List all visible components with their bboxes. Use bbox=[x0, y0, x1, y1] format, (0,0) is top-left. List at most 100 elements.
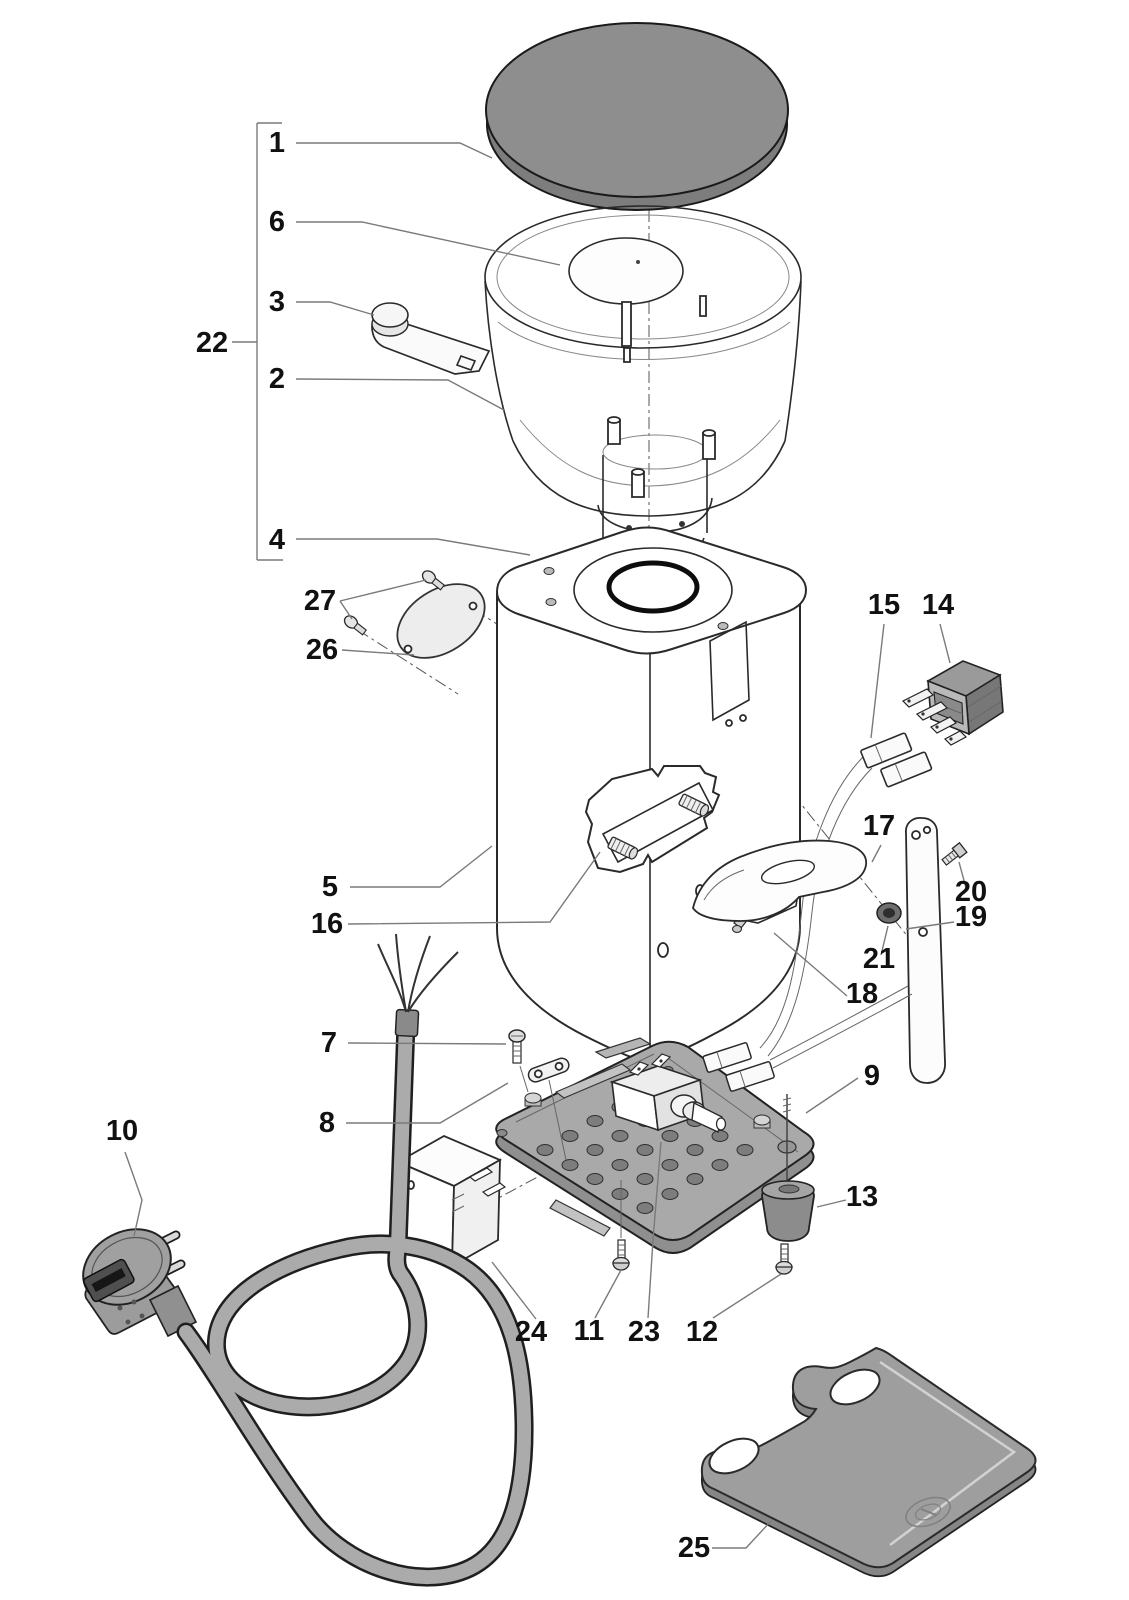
callout-11: 11 bbox=[574, 1269, 622, 1347]
callout-1: 1 bbox=[269, 127, 493, 159]
callout-13: 13 bbox=[816, 1181, 878, 1213]
switch-terminals bbox=[901, 688, 967, 746]
callout-15: 15 bbox=[868, 589, 900, 739]
hopper-lid bbox=[485, 22, 789, 211]
callout-25: 25 bbox=[678, 1520, 772, 1564]
tray-hole bbox=[708, 1437, 760, 1475]
power-plug bbox=[82, 1228, 198, 1338]
callout-4: 4 bbox=[269, 524, 531, 556]
sealing-o-ring bbox=[606, 560, 700, 614]
callout-22: 22 bbox=[196, 327, 257, 359]
top-hole bbox=[545, 598, 557, 606]
part-number: 19 bbox=[955, 901, 987, 933]
part-number: 9 bbox=[864, 1060, 880, 1092]
callout-19: 19 bbox=[905, 901, 987, 933]
top-hole bbox=[717, 622, 729, 630]
callout-9: 9 bbox=[805, 1060, 880, 1114]
callout-2: 2 bbox=[269, 363, 505, 411]
part-number: 10 bbox=[106, 1115, 138, 1147]
callout-21: 21 bbox=[863, 925, 895, 975]
rubber-foot bbox=[761, 1094, 815, 1242]
strap-screw bbox=[941, 841, 968, 866]
callout-26: 26 bbox=[306, 634, 415, 666]
callout-17: 17 bbox=[863, 810, 895, 863]
callout-6: 6 bbox=[269, 206, 561, 266]
tray-hole bbox=[829, 1368, 881, 1406]
threaded-stud bbox=[678, 793, 710, 817]
drip-tray bbox=[700, 1346, 1037, 1578]
part-number: 22 bbox=[196, 327, 228, 359]
part-number: 18 bbox=[846, 978, 878, 1010]
dosing-lever bbox=[692, 839, 867, 922]
part-number: 11 bbox=[574, 1315, 605, 1347]
plate-boss bbox=[524, 1092, 771, 1129]
plate-rail bbox=[549, 1199, 611, 1237]
power-rocker-switch bbox=[901, 660, 1004, 746]
part-number: 25 bbox=[678, 1532, 710, 1564]
part-number: 20 bbox=[955, 876, 987, 908]
part-number: 27 bbox=[304, 585, 336, 617]
plug-face bbox=[83, 1258, 135, 1303]
part-number: 15 bbox=[868, 589, 900, 621]
side-label-plate bbox=[709, 620, 750, 722]
micro-switch bbox=[609, 1053, 727, 1133]
spec-label-plate bbox=[584, 765, 721, 874]
callout-7: 7 bbox=[321, 1027, 507, 1059]
capacitor-terminal bbox=[468, 1167, 494, 1182]
part-number: 24 bbox=[515, 1316, 547, 1348]
part-number: 1 bbox=[269, 127, 285, 159]
callout-8: 8 bbox=[319, 1082, 509, 1139]
part-number: 5 bbox=[322, 871, 338, 903]
group-bracket bbox=[256, 122, 283, 561]
callout-18: 18 bbox=[773, 932, 878, 1010]
base-screw bbox=[612, 1180, 630, 1271]
top-hole bbox=[543, 567, 555, 575]
wire-connectors bbox=[759, 732, 933, 1057]
tray-logo bbox=[905, 1496, 951, 1528]
collar-screw bbox=[679, 521, 685, 527]
switch-plunger bbox=[691, 1101, 723, 1133]
part-number: 12 bbox=[686, 1316, 718, 1348]
cable-grommet bbox=[876, 902, 902, 924]
callout-14: 14 bbox=[922, 589, 954, 664]
plate-rail bbox=[554, 1063, 632, 1099]
callout-12: 12 bbox=[686, 1273, 782, 1348]
callout-3: 3 bbox=[269, 286, 375, 318]
cord-wires bbox=[377, 933, 459, 1013]
locating-posts bbox=[607, 416, 716, 498]
cable-clamp bbox=[527, 1057, 570, 1083]
hopper-shutter bbox=[371, 302, 491, 375]
plate-block bbox=[594, 1037, 652, 1059]
callout-5: 5 bbox=[322, 845, 493, 903]
part-number: 7 bbox=[321, 1027, 337, 1059]
part-number: 17 bbox=[863, 810, 895, 842]
part-number: 21 bbox=[863, 943, 895, 975]
part-number: 16 bbox=[311, 908, 343, 940]
part-number: 4 bbox=[269, 524, 285, 556]
threaded-stud bbox=[607, 836, 639, 860]
callout-24: 24 bbox=[491, 1261, 547, 1348]
callout-10: 10 bbox=[106, 1115, 143, 1237]
part-number: 8 bbox=[319, 1107, 335, 1139]
callout-23: 23 bbox=[628, 1141, 662, 1348]
part-number: 26 bbox=[306, 634, 338, 666]
callouts: 1 6 3 2 22 4 27 26 bbox=[106, 127, 987, 1564]
base-screw bbox=[775, 1243, 793, 1275]
part-number: 2 bbox=[269, 363, 285, 395]
part-number: 13 bbox=[846, 1181, 878, 1213]
part-number: 23 bbox=[628, 1316, 660, 1348]
part-number: 6 bbox=[269, 206, 285, 238]
clamp-screw bbox=[508, 1029, 567, 1161]
doser-insert-disc bbox=[568, 237, 707, 363]
base-wire-terminals bbox=[702, 985, 913, 1092]
capacitor-terminal bbox=[481, 1182, 507, 1197]
mounting-strap bbox=[905, 817, 946, 1084]
cord-collar bbox=[394, 1008, 420, 1038]
part-number: 14 bbox=[922, 589, 954, 621]
power-cord bbox=[176, 933, 534, 1587]
callout-27: 27 bbox=[304, 579, 427, 620]
part-number: 3 bbox=[269, 286, 285, 318]
callout-20: 20 bbox=[955, 861, 987, 908]
